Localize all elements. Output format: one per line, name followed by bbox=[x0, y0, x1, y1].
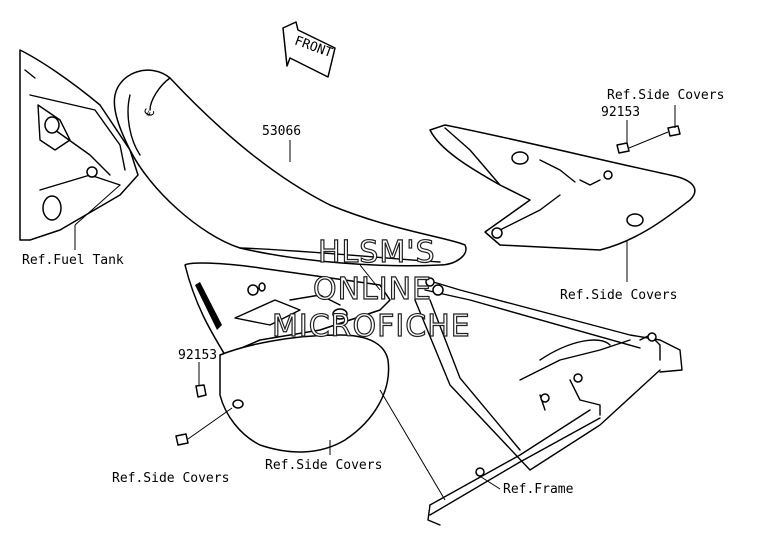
label-seat-53066: 53066 bbox=[262, 124, 301, 139]
seat: € bbox=[113, 69, 467, 267]
watermark-line-3: MICROFICHE bbox=[272, 309, 471, 344]
watermark-line-2: ONLINE bbox=[313, 272, 432, 307]
watermark-line-1: HLSM'S bbox=[318, 235, 436, 270]
bolt-right bbox=[616, 125, 681, 154]
fuel-tank bbox=[19, 49, 139, 241]
label-ref-side-covers-top: Ref.Side Covers bbox=[607, 88, 724, 103]
watermark: HLSM'S ONLINE MICROFICHE bbox=[271, 234, 471, 344]
label-ref-side-covers-bottom-left: Ref.Side Covers bbox=[112, 471, 229, 486]
label-ref-side-covers-bottom-mid: Ref.Side Covers bbox=[265, 458, 382, 473]
right-side-cover bbox=[429, 124, 696, 251]
label-ref-frame: Ref.Frame bbox=[503, 482, 574, 497]
leader-lines bbox=[74, 105, 676, 501]
label-ref-side-covers-right: Ref.Side Covers bbox=[560, 288, 677, 303]
frame bbox=[414, 277, 683, 526]
front-arrow: FRONT bbox=[282, 21, 336, 78]
bolt-left bbox=[175, 384, 233, 446]
label-ref-fuel-tank: Ref.Fuel Tank bbox=[22, 253, 124, 268]
label-bolt-92153-left: 92153 bbox=[178, 348, 217, 363]
label-bolt-92153-right: 92153 bbox=[601, 105, 640, 120]
left-side-cover bbox=[184, 262, 391, 453]
